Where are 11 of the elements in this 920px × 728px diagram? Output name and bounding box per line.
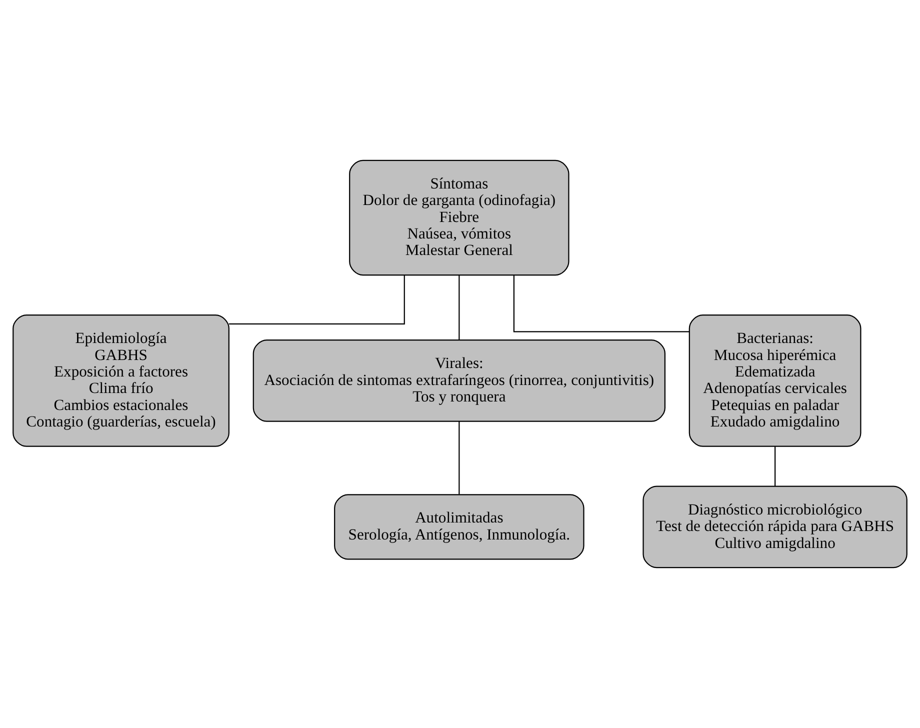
node-box: Virales: Asociación de sintomas extrafaríngeos (rinorrea, conjuntivitis) Tos y ronquera	[252, 340, 666, 422]
node-box: Autolimitadas Serología, Antígenos, Inmunología.	[334, 494, 584, 560]
connector	[513, 275, 690, 332]
connector	[458, 421, 460, 494]
node-box: Bacterianas: Mucosa hiperémica Edematizada Adenopatías cervicales Petequias en paladar Exudado amigdalino	[688, 314, 862, 447]
connector	[228, 275, 405, 324]
connector	[774, 446, 776, 486]
node-box: Epidemiología GABHS Exposición a factores Clima frío Cambios estacionales Contagio (guarderías, escuela)	[12, 314, 230, 447]
node-box: Síntomas Dolor de garganta (odinofagia) Fiebre Naúsea, vómitos Malestar General	[349, 160, 570, 276]
connector	[458, 275, 460, 340]
node-box: Diagnóstico microbiológico Test de detección rápida para GABHS Cultivo amigdalino	[642, 486, 908, 568]
